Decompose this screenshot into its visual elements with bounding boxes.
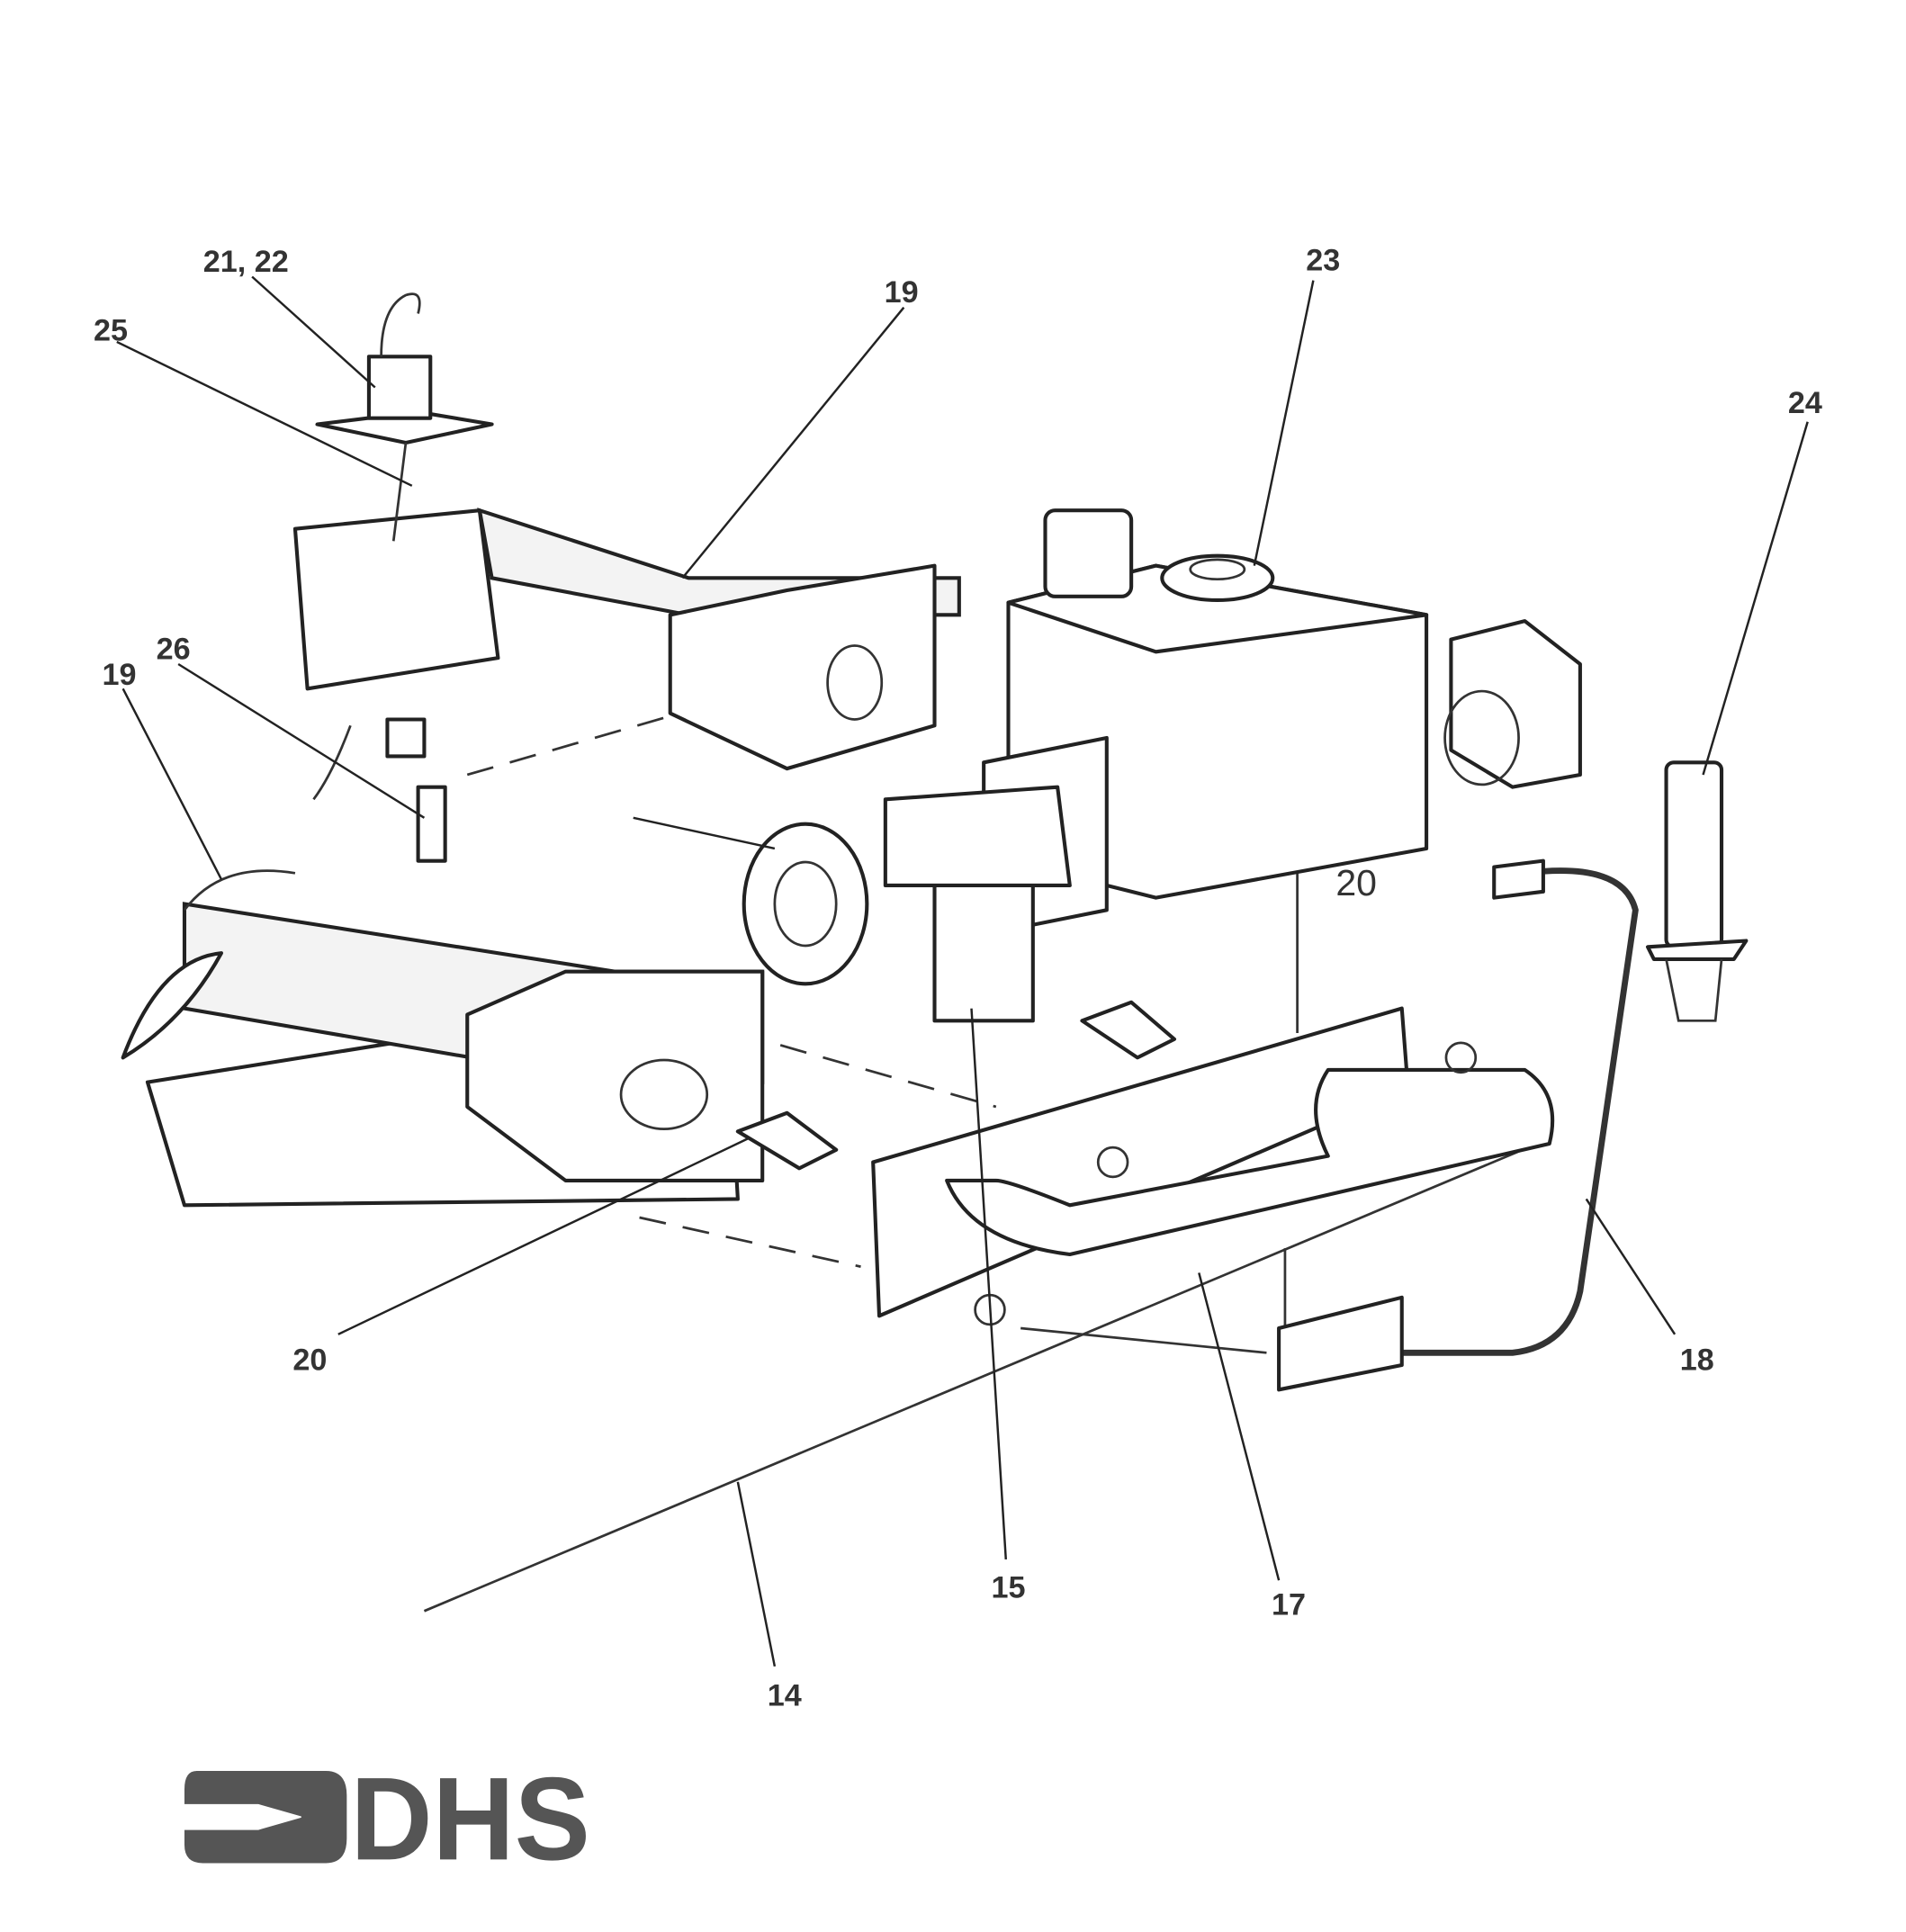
callout-26: 26 bbox=[157, 633, 191, 667]
callout-20-inline: 20 bbox=[1335, 862, 1377, 903]
logo-text: DHS bbox=[350, 1752, 589, 1884]
leader-lines bbox=[116, 275, 1809, 1667]
callout-25: 25 bbox=[94, 314, 128, 348]
gas-valve bbox=[742, 508, 1429, 1023]
callout-15: 15 bbox=[991, 1570, 1025, 1604]
manifold bbox=[871, 1006, 1555, 1326]
callout-21-22: 21, 22 bbox=[203, 245, 289, 279]
callout-19-left: 19 bbox=[103, 658, 137, 692]
pilot-tube bbox=[1277, 858, 1639, 1392]
callout-23: 23 bbox=[1306, 244, 1340, 278]
callout-14: 14 bbox=[768, 1679, 802, 1713]
upper-burner bbox=[292, 292, 961, 771]
callout-17: 17 bbox=[1272, 1587, 1306, 1622]
callout-18: 18 bbox=[1680, 1343, 1714, 1377]
thermocouple-flange bbox=[1443, 619, 1749, 1022]
injector-nozzles bbox=[735, 1000, 1177, 1171]
pilot-injector bbox=[312, 717, 447, 863]
callout-24: 24 bbox=[1788, 386, 1822, 420]
dhs-logo: DHS bbox=[184, 1752, 590, 1884]
logo-arrow-icon bbox=[184, 1770, 347, 1864]
callout-19-top: 19 bbox=[885, 275, 919, 310]
lower-burner bbox=[121, 869, 765, 1208]
callout-20: 20 bbox=[292, 1343, 327, 1377]
